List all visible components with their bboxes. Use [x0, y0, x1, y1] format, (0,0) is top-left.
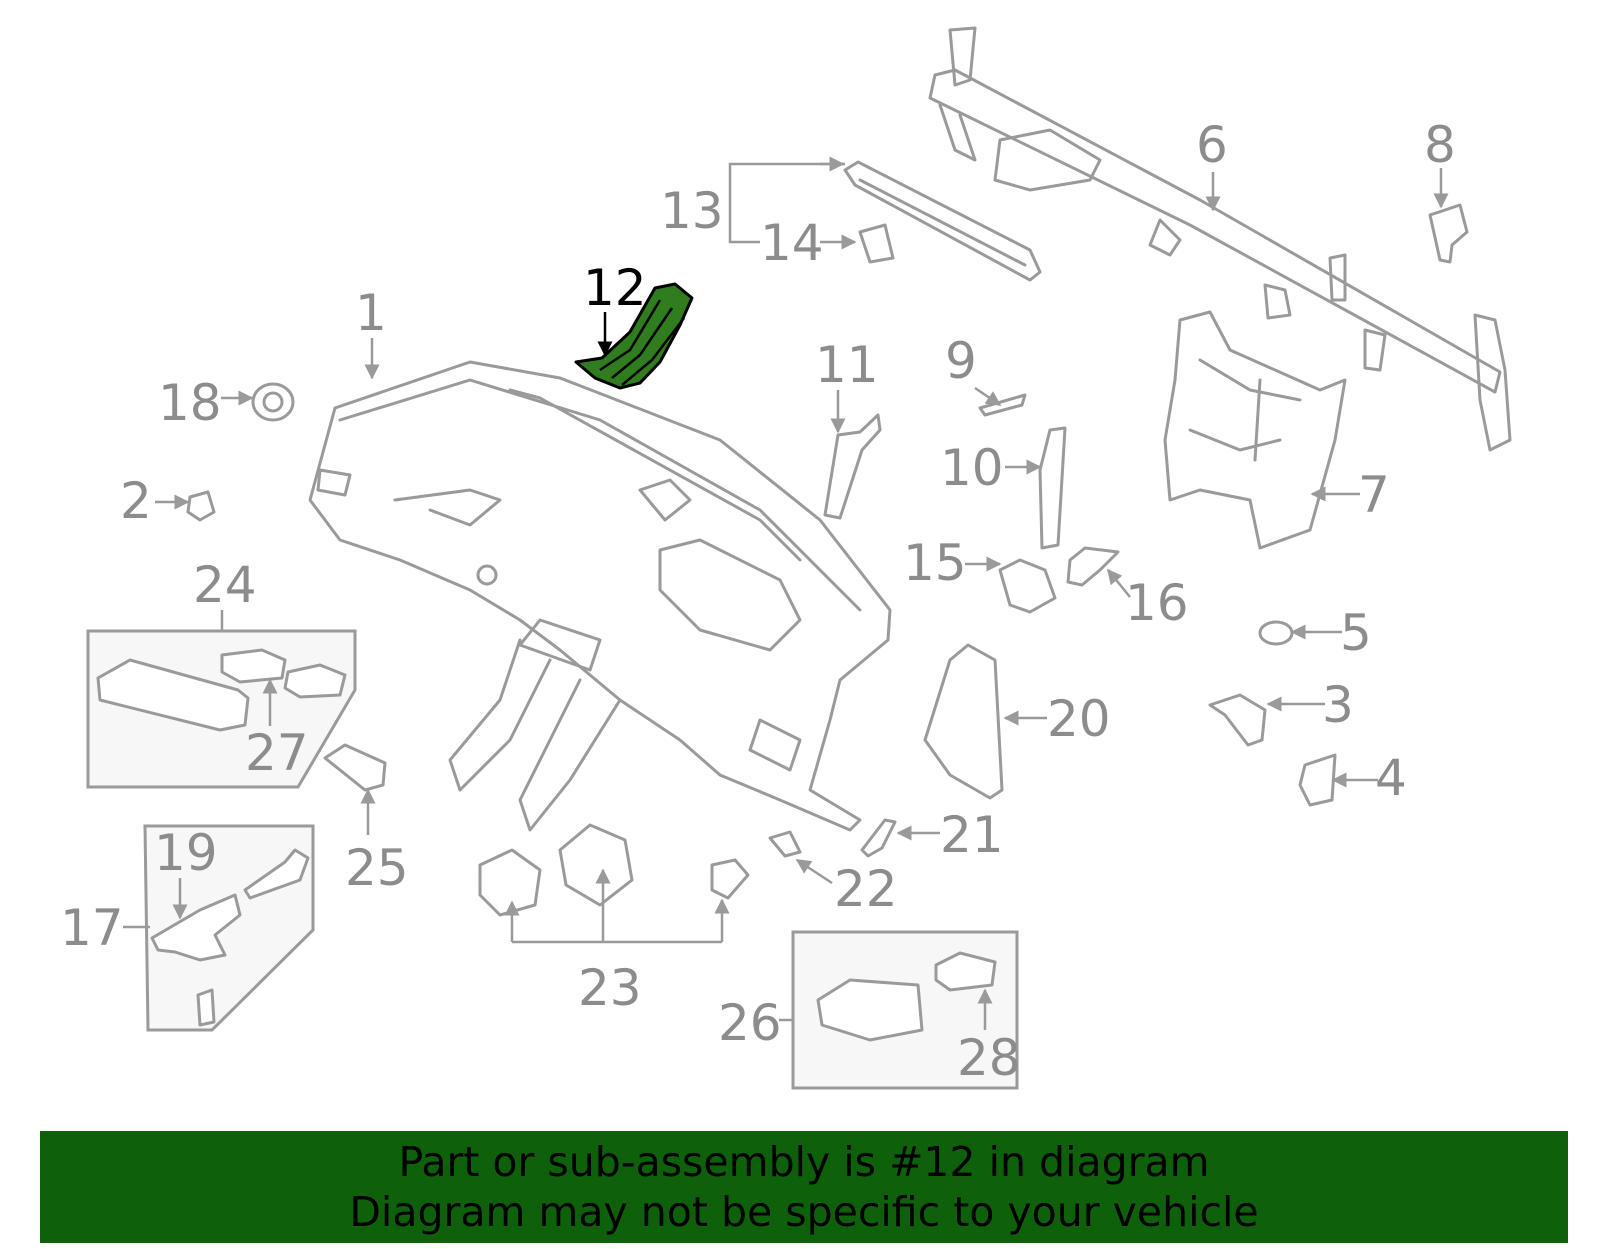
part-13-upper-duct	[843, 160, 1042, 282]
part-16-bracket	[1066, 546, 1120, 587]
part-1-dashboard	[308, 360, 892, 832]
callout-12: 12	[583, 259, 647, 317]
part-6-hanger-beam	[928, 26, 1512, 452]
callout-25: 25	[345, 839, 409, 897]
callout-10: 10	[940, 439, 1004, 497]
callout-13: 13	[660, 182, 724, 240]
part-25-switch	[323, 743, 387, 792]
callout-1: 1	[355, 284, 387, 342]
callout-17: 17	[60, 899, 124, 957]
part-2-clip	[186, 490, 216, 522]
part-21-bracket	[860, 818, 897, 858]
part-14-clip	[858, 223, 895, 264]
callout-20: 20	[1047, 690, 1111, 748]
callout-labels: 1 2 3 4 5 6 7 8 9 10 11 12 13 14 15 16 1…	[60, 116, 1456, 1087]
part-10-stay	[1038, 426, 1067, 550]
part-23-covers	[478, 823, 750, 917]
part-11-stay	[823, 413, 882, 520]
callout-26: 26	[718, 994, 782, 1052]
callout-11: 11	[815, 336, 879, 394]
callout-3: 3	[1322, 676, 1354, 734]
part-22-clip	[768, 830, 802, 858]
part-5-grommet	[1258, 620, 1294, 646]
part-7-bracket	[1163, 310, 1347, 550]
callout-14: 14	[760, 214, 824, 272]
part-4-bracket	[1298, 753, 1337, 807]
callout-2: 2	[120, 472, 152, 530]
part-8-bracket	[1428, 203, 1469, 264]
callout-23: 23	[578, 959, 642, 1017]
callout-21: 21	[940, 806, 1004, 864]
part-20-panel	[923, 643, 1004, 800]
callout-24: 24	[193, 556, 257, 614]
callout-19: 19	[154, 824, 218, 882]
callout-9: 9	[945, 332, 977, 390]
callout-7: 7	[1358, 466, 1390, 524]
leader-lines	[123, 156, 1449, 1030]
inset-24-vents	[86, 629, 357, 789]
inset-26-vents	[791, 930, 1019, 1090]
callout-27: 27	[245, 724, 309, 782]
part-9-bracket	[978, 393, 1027, 417]
part-12-duct	[574, 282, 694, 390]
callout-5: 5	[1340, 604, 1372, 662]
callout-16: 16	[1125, 574, 1189, 632]
banner-line-2: Diagram may not be specific to your vehi…	[349, 1188, 1259, 1236]
banner-line-1: Part or sub-assembly is #12 in diagram	[398, 1138, 1210, 1186]
info-banner: Part or sub-assembly is #12 in diagram D…	[40, 1131, 1568, 1243]
callout-8: 8	[1424, 116, 1456, 174]
callout-15: 15	[903, 534, 967, 592]
callout-6: 6	[1196, 116, 1228, 174]
callout-4: 4	[1375, 749, 1407, 807]
part-15-speaker	[998, 558, 1057, 614]
part-3-bracket	[1208, 693, 1267, 747]
inset-17-ignition	[143, 824, 315, 1032]
callout-18: 18	[158, 374, 222, 432]
callout-22: 22	[834, 860, 898, 918]
part-18-grommet	[251, 382, 295, 422]
callout-28: 28	[957, 1029, 1021, 1087]
